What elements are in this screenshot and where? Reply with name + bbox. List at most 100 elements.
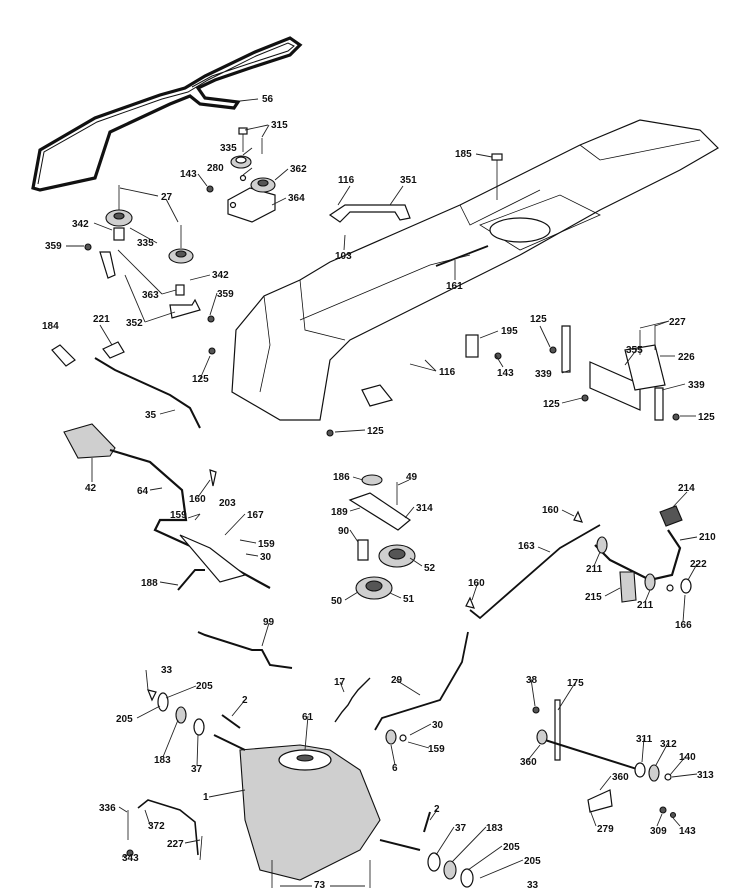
transaxle bbox=[213, 734, 421, 888]
callout-125-rear: 125 bbox=[543, 399, 560, 410]
callout-61: 61 bbox=[302, 712, 314, 723]
callout-205-far-right: 205 bbox=[524, 856, 541, 867]
brake-pedal-assembly bbox=[465, 505, 692, 620]
callout-335: 335 bbox=[220, 143, 237, 154]
callout-195: 195 bbox=[501, 326, 518, 337]
callout-342: 342 bbox=[72, 219, 89, 230]
callout-64: 64 bbox=[137, 486, 149, 497]
callout-159: 159 bbox=[170, 510, 187, 521]
callout-29: 29 bbox=[391, 675, 403, 686]
callout-42: 42 bbox=[85, 483, 97, 494]
callout-140: 140 bbox=[679, 752, 696, 763]
callout-342-lower: 342 bbox=[212, 270, 229, 281]
callout-339-right: 339 bbox=[688, 380, 705, 391]
idler-pulley-assembly-left bbox=[84, 185, 215, 323]
callout-30: 30 bbox=[260, 552, 272, 563]
callout-143-lower: 143 bbox=[679, 826, 696, 837]
callout-125-right: 125 bbox=[530, 314, 547, 325]
callout-352: 352 bbox=[126, 318, 143, 329]
callout-90: 90 bbox=[338, 526, 350, 537]
callout-183-right: 183 bbox=[486, 823, 503, 834]
callout-359-lower: 359 bbox=[217, 289, 234, 300]
callout-160: 160 bbox=[189, 494, 206, 505]
callout-6: 6 bbox=[392, 763, 398, 774]
callout-279: 279 bbox=[597, 824, 614, 835]
callout-351: 351 bbox=[400, 175, 417, 186]
callout-205-left: 205 bbox=[116, 714, 133, 725]
callout-185: 185 bbox=[455, 149, 472, 160]
callout-143: 143 bbox=[180, 169, 197, 180]
callout-314: 314 bbox=[416, 503, 433, 514]
callout-355: 355 bbox=[626, 345, 643, 356]
callout-335-lower: 335 bbox=[137, 238, 154, 249]
callout-2: 2 bbox=[242, 695, 248, 706]
callout-37: 37 bbox=[191, 764, 203, 775]
callout-336: 336 bbox=[99, 803, 116, 814]
callout-160-pedal: 160 bbox=[542, 505, 559, 516]
callout-205-right: 205 bbox=[503, 842, 520, 853]
callout-73: 73 bbox=[314, 880, 326, 888]
lift-handle-assembly bbox=[63, 423, 271, 591]
callout-52: 52 bbox=[424, 563, 436, 574]
callout-125-far-right: 125 bbox=[698, 412, 715, 423]
axle-hardware-right bbox=[423, 811, 474, 888]
callout-116: 116 bbox=[338, 175, 355, 186]
callout-211: 211 bbox=[586, 564, 603, 575]
callout-364: 364 bbox=[288, 193, 305, 204]
drive-belt bbox=[31, 36, 303, 192]
callout-161: 161 bbox=[446, 281, 463, 292]
axle-hardware-left bbox=[147, 689, 241, 736]
callout-186: 186 bbox=[333, 472, 350, 483]
lower-left-bracket bbox=[126, 799, 203, 861]
callout-360-lower: 360 bbox=[612, 772, 629, 783]
linkage-rod-and-spring bbox=[334, 631, 469, 745]
callout-313: 313 bbox=[697, 770, 714, 781]
callout-125: 125 bbox=[192, 374, 209, 385]
callout-99: 99 bbox=[263, 617, 275, 628]
callout-189: 189 bbox=[331, 507, 348, 518]
rear-bracket-assembly bbox=[549, 325, 680, 421]
callout-339: 339 bbox=[535, 369, 552, 380]
callout-226: 226 bbox=[678, 352, 695, 363]
callout-116-lower: 116 bbox=[439, 367, 456, 378]
callout-labels: 56 315 335 280 362 143 364 27 342 359 33… bbox=[42, 94, 716, 888]
callout-359: 359 bbox=[45, 241, 62, 252]
callout-211-lower: 211 bbox=[637, 600, 654, 611]
callout-372: 372 bbox=[148, 821, 165, 832]
callout-51: 51 bbox=[403, 594, 415, 605]
callout-125-frame: 125 bbox=[367, 426, 384, 437]
cone-and-rod-parts bbox=[51, 341, 216, 429]
callout-188: 188 bbox=[141, 578, 158, 589]
leader-lines bbox=[66, 98, 698, 887]
callout-159-lower: 159 bbox=[428, 744, 445, 755]
callout-33-right: 33 bbox=[527, 880, 539, 888]
callout-362: 362 bbox=[290, 164, 307, 175]
callout-27: 27 bbox=[161, 192, 173, 203]
axle-shaft-assembly bbox=[532, 699, 677, 819]
idler-pulley-assembly-upper bbox=[206, 127, 276, 223]
callout-33: 33 bbox=[161, 665, 173, 676]
callout-203: 203 bbox=[219, 498, 236, 509]
callout-37-right: 37 bbox=[455, 823, 467, 834]
callout-315: 315 bbox=[271, 120, 288, 131]
callout-56: 56 bbox=[262, 94, 274, 105]
callout-215: 215 bbox=[585, 592, 602, 603]
callout-30-lower: 30 bbox=[432, 720, 444, 731]
callout-175: 175 bbox=[567, 678, 584, 689]
main-chassis-frame bbox=[231, 119, 719, 437]
callout-227: 227 bbox=[669, 317, 686, 328]
callout-2-right: 2 bbox=[434, 804, 440, 815]
callout-363: 363 bbox=[142, 290, 159, 301]
callout-143-center: 143 bbox=[497, 368, 514, 379]
callout-17: 17 bbox=[334, 677, 346, 688]
callout-184: 184 bbox=[42, 321, 59, 332]
callout-205: 205 bbox=[196, 681, 213, 692]
callout-343: 343 bbox=[122, 853, 139, 864]
callout-309: 309 bbox=[650, 826, 667, 837]
callout-227-lower: 227 bbox=[167, 839, 184, 850]
callout-103: 103 bbox=[335, 251, 352, 262]
callout-183: 183 bbox=[154, 755, 171, 766]
control-rod bbox=[197, 631, 293, 669]
